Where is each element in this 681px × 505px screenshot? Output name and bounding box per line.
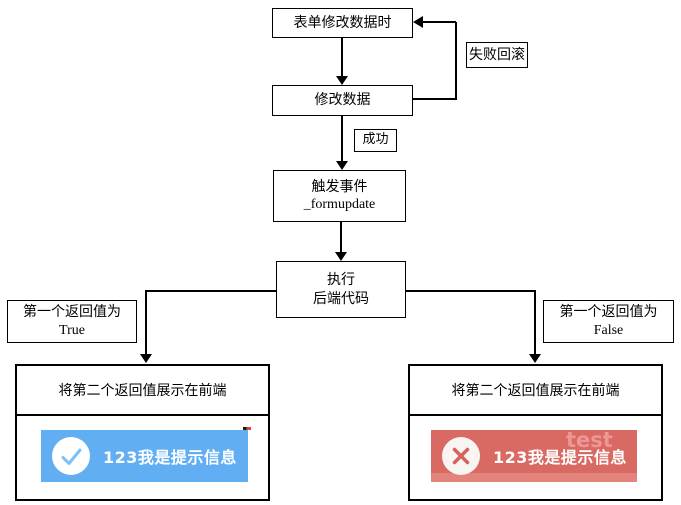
- branch-label-true: 第一个返回值为 True: [7, 300, 137, 343]
- edge-label-fail-rollback: 失败回滚: [466, 42, 528, 68]
- fail-rollback-text: 失败回滚: [469, 46, 525, 63]
- branch-true-line1: 第一个返回值为: [23, 304, 121, 321]
- node-form-edit-label: 表单修改数据时: [293, 14, 392, 31]
- node-modify-data-label: 修改数据: [314, 92, 371, 109]
- trigger-event-line1: 触发事件: [311, 178, 368, 195]
- arrow-down-icon: [335, 252, 347, 261]
- node-trigger-event: 触发事件 _formupdate: [273, 170, 406, 222]
- watermark-fragment: [243, 427, 251, 430]
- branch-false-line2: False: [593, 322, 624, 338]
- result-title-false-text: 将第二个返回值展示在前端: [451, 383, 620, 399]
- edge-label-success: 成功: [354, 129, 397, 152]
- branch-label-false: 第一个返回值为 False: [543, 300, 674, 343]
- toast-success: 123我是提示信息: [41, 430, 248, 482]
- edge-true-branch-horizontal-line: [146, 290, 276, 292]
- execute-backend-line1: 执行: [327, 272, 355, 289]
- edge-fail-loop-bottom-line: [413, 98, 457, 100]
- branch-true-line2: True: [59, 322, 85, 338]
- x-circle-icon: [442, 437, 480, 475]
- toast-error-bottom-strip: [431, 473, 637, 482]
- edge-fail-loop-top-line: [423, 21, 456, 23]
- check-circle-icon: [52, 437, 90, 475]
- edge-false-branch-vertical-line: [534, 290, 536, 355]
- result-title-true: 将第二个返回值展示在前端: [17, 366, 268, 416]
- arrow-down-icon: [529, 354, 541, 363]
- node-form-edit: 表单修改数据时: [272, 8, 413, 38]
- execute-backend-line2: 后端代码: [313, 290, 369, 307]
- edge-trigger-to-execute-line: [340, 222, 342, 254]
- result-title-false: 将第二个返回值展示在前端: [410, 366, 661, 416]
- arrow-down-icon: [140, 354, 152, 363]
- edge-true-branch-vertical-line: [145, 290, 147, 355]
- watermark-text: test: [566, 428, 613, 452]
- toast-success-message: 123我是提示信息: [103, 448, 237, 467]
- arrow-down-icon: [336, 161, 348, 170]
- edge-fail-loop-vertical-line: [455, 22, 457, 100]
- edge-false-branch-horizontal-line: [406, 290, 536, 292]
- edge-modify-to-trigger-line: [341, 116, 343, 163]
- toast-error: 123我是提示信息: [431, 430, 637, 482]
- success-text: 成功: [362, 132, 389, 148]
- edge-form-to-modify-line: [341, 38, 343, 78]
- arrow-down-icon: [336, 76, 348, 85]
- node-execute-backend: 执行 后端代码: [276, 261, 406, 318]
- toast-error-message: 123我是提示信息: [493, 448, 627, 467]
- branch-false-line1: 第一个返回值为: [559, 304, 658, 321]
- result-title-true-text: 将第二个返回值展示在前端: [58, 383, 227, 399]
- trigger-event-line2: _formupdate: [303, 197, 376, 212]
- arrow-left-icon: [413, 16, 423, 28]
- node-modify-data: 修改数据: [272, 85, 413, 116]
